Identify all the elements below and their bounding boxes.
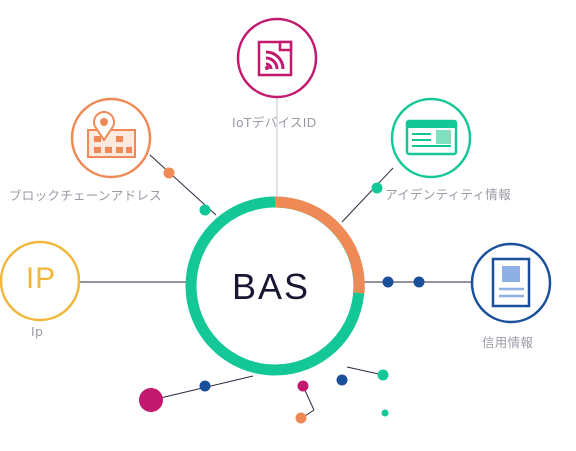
map-pin-building-icon <box>87 111 136 158</box>
dot-green-blockchain <box>199 204 211 216</box>
node-label-iot: IoTデバイスID <box>232 115 317 130</box>
ip-icon: IP <box>25 262 57 295</box>
document-icon <box>491 257 531 308</box>
dot-blue-bottom-left <box>199 380 211 392</box>
id-card-icon <box>405 119 458 156</box>
node-label-identity: アイデンティティ情報 <box>385 187 511 202</box>
dot-green-small <box>381 409 389 417</box>
dot-blue-credit-1 <box>382 276 394 288</box>
node-label-credit: 信用情報 <box>482 335 534 350</box>
node-label-ip: Ip <box>31 324 44 339</box>
node-label-blockchain: ブロックチェーンアドレス <box>9 188 162 203</box>
wifi-device-icon <box>257 40 293 77</box>
dot-green-identity <box>371 182 383 194</box>
node-credit <box>470 242 552 324</box>
dot-magenta-bottom <box>297 380 309 392</box>
node-blockchain <box>70 97 152 179</box>
node-identity <box>390 97 472 179</box>
dot-blue-credit-2 <box>413 276 425 288</box>
dot-blue-bottom <box>336 374 348 386</box>
node-ip <box>0 240 81 322</box>
center-label: BAS <box>231 266 311 307</box>
node-iot <box>236 17 318 99</box>
dot-orange-bottom <box>295 412 307 424</box>
connector-identity <box>341 167 394 223</box>
dot-orange-blockchain <box>163 167 175 179</box>
node-ip-circle <box>0 240 81 322</box>
connector-dots <box>139 167 425 424</box>
dot-green-bottom-right <box>377 369 389 381</box>
connector-bottom-right <box>346 366 384 376</box>
center-ring-arc <box>274 196 365 294</box>
dot-magenta-large <box>139 388 163 412</box>
